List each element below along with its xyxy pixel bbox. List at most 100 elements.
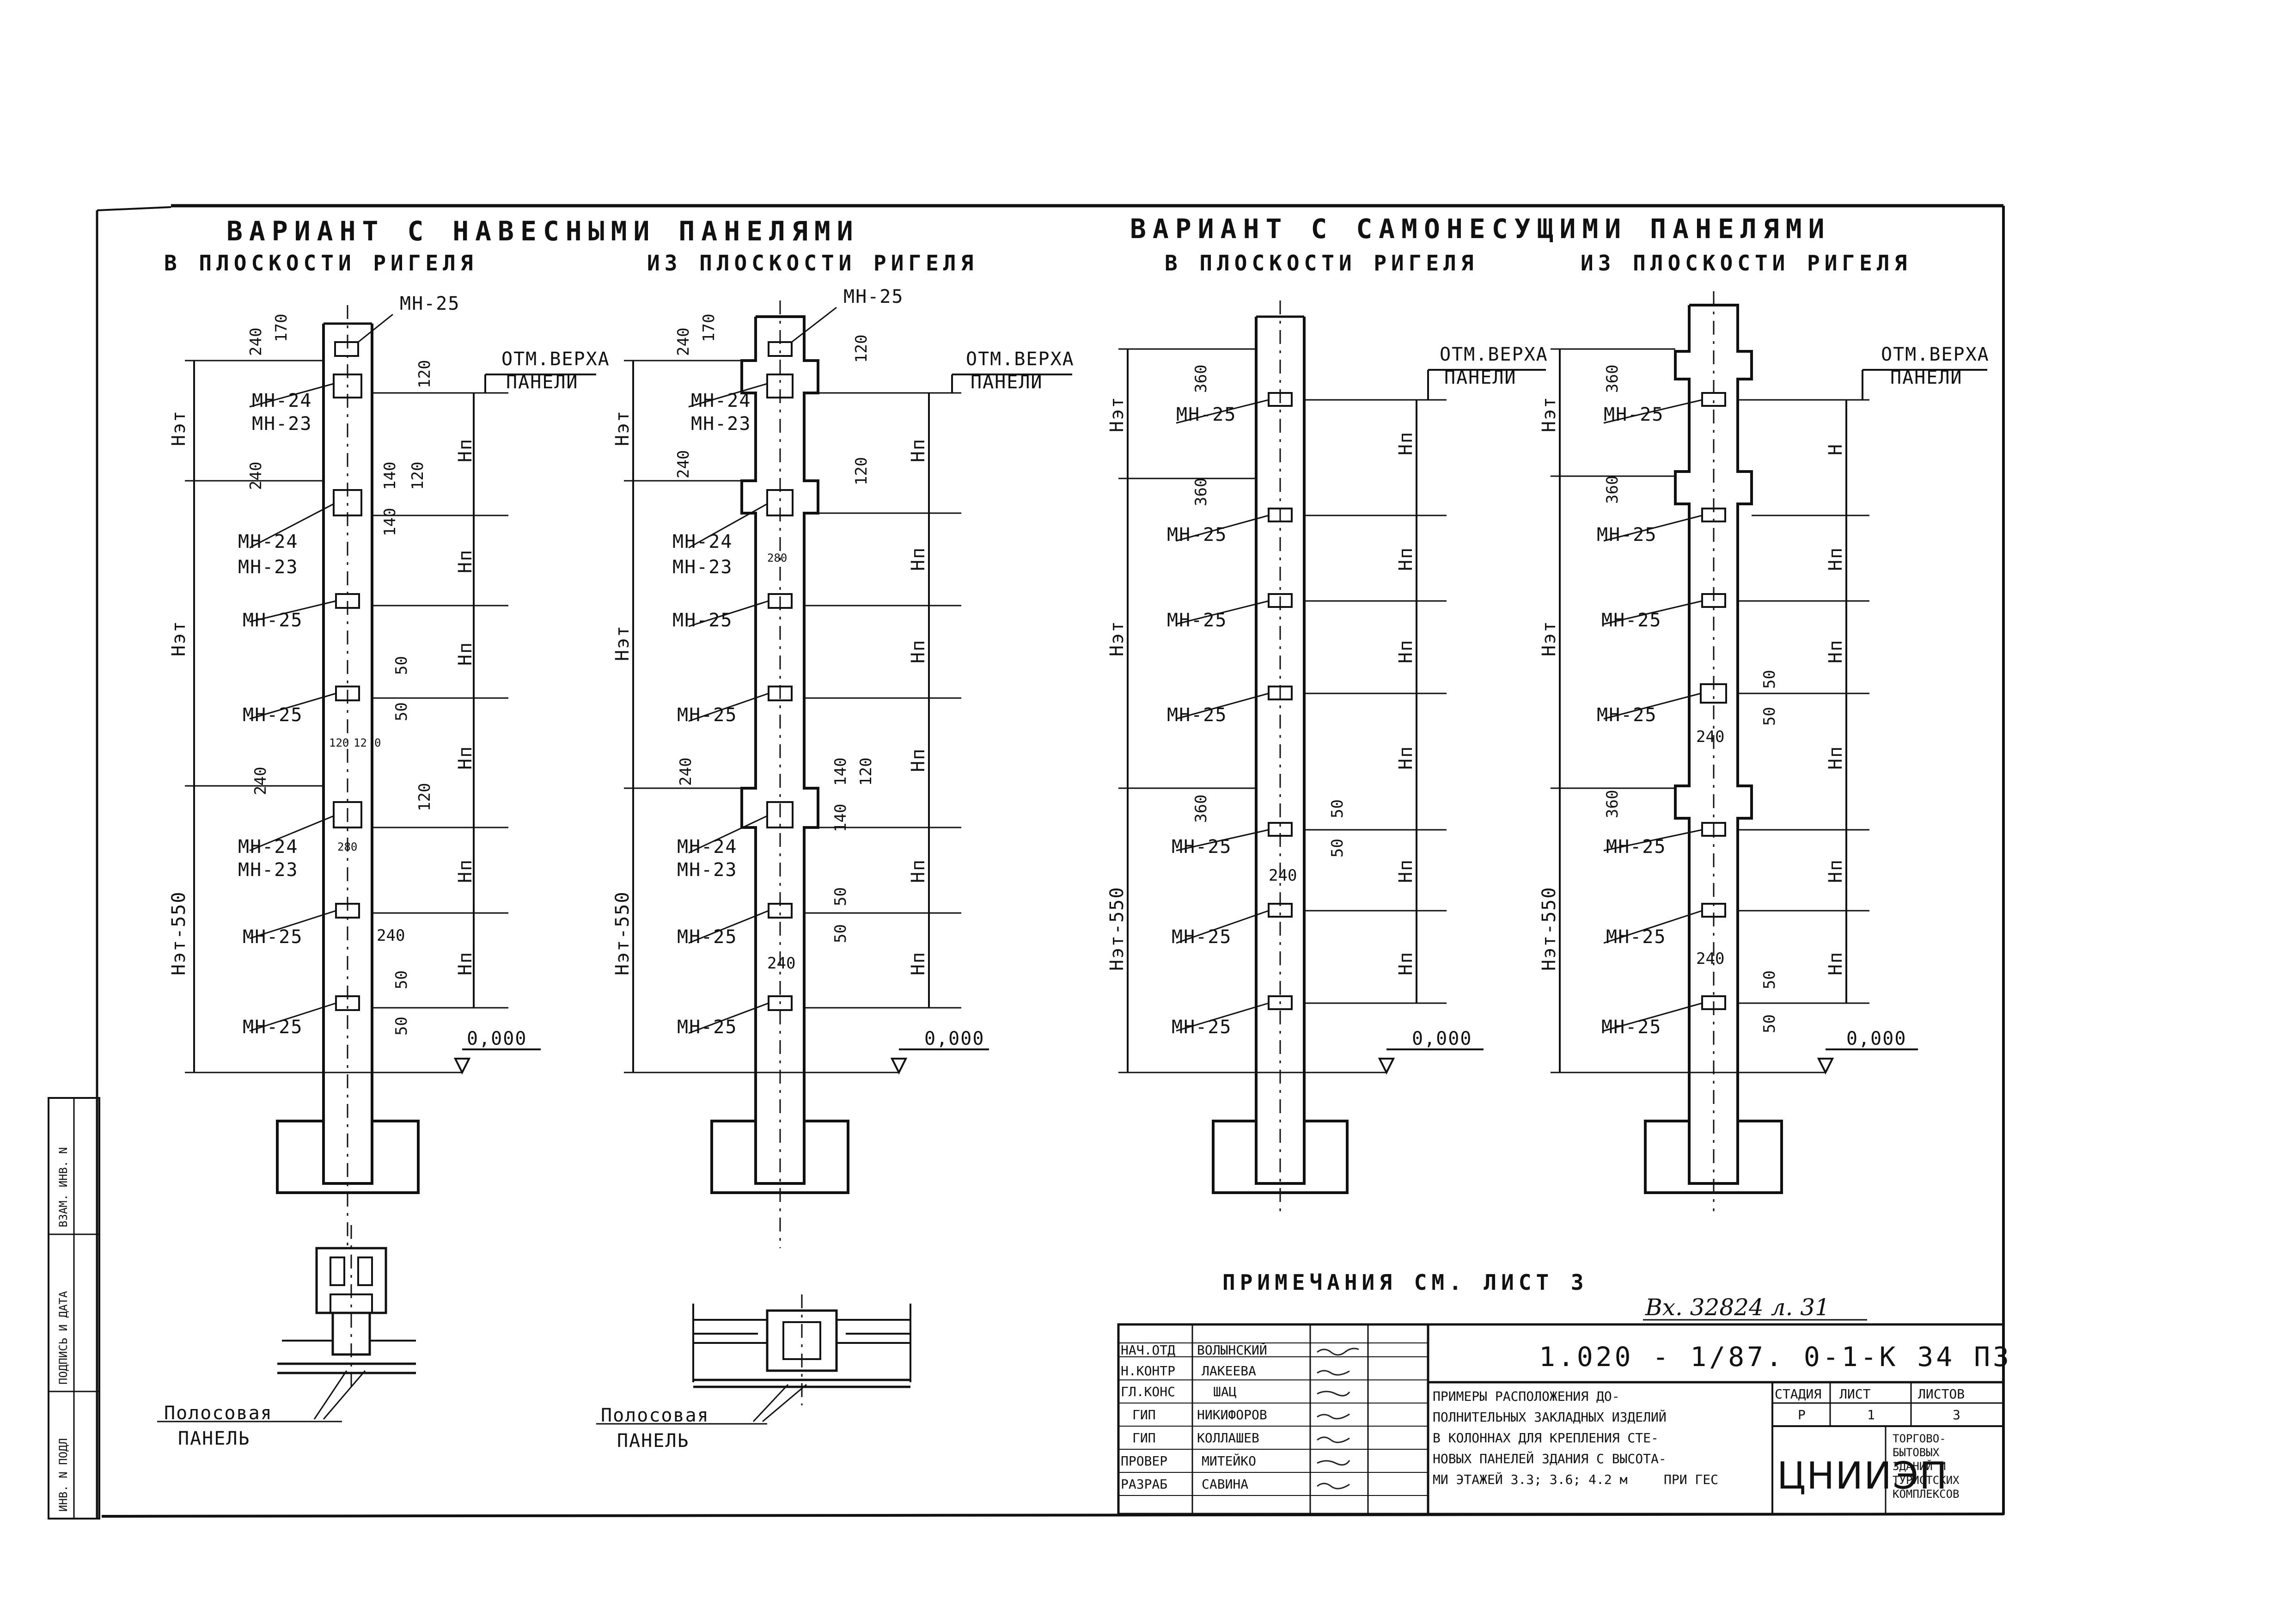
c3-hp-1: Нп — [1395, 431, 1417, 455]
c2-hp-4: Нп — [908, 748, 929, 772]
svg-text:ТОРГОВО-: ТОРГОВО- — [1893, 1432, 1946, 1445]
c2-mn25-a: МН-25 — [672, 610, 733, 631]
heading-selfbearing-variant: ВАРИАНТ С САМОНЕСУЩИМИ ПАНЕЛЯМИ — [1130, 213, 1831, 245]
c3-mn25-c: МН-25 — [1167, 610, 1227, 631]
column-4-labels: МН-25 МН-25 МН-25 МН-25 МН-25 МН-25 МН-2… — [1539, 344, 1990, 1049]
svg-text:ГЛ.КОНС: ГЛ.КОНС — [1121, 1384, 1175, 1399]
svg-text:ПРОВЕР: ПРОВЕР — [1121, 1453, 1167, 1469]
c1-hp-3: Нп — [455, 642, 476, 666]
svg-text:ТУРИСТСКИХ: ТУРИСТСКИХ — [1893, 1474, 1960, 1487]
svg-text:140: 140 — [381, 508, 399, 536]
c1-hp-2: Нп — [455, 549, 476, 573]
c1-panel-top-2: ПАНЕЛИ — [506, 372, 579, 393]
c2-hfloor-1: Нэт — [612, 410, 633, 446]
heading-out-plane-1: ИЗ ПЛОСКОСТИ РИГЕЛЯ — [647, 251, 978, 276]
title-block-signatures — [1317, 1348, 1359, 1489]
c2-hfloor-2: Нэт — [612, 625, 633, 661]
svg-text:50: 50 — [1760, 670, 1779, 689]
svg-text:240: 240 — [1269, 866, 1297, 885]
svg-text:120: 120 — [329, 736, 349, 749]
c3-hp-5: Нп — [1395, 859, 1417, 883]
svg-text:РАЗРАБ: РАЗРАБ — [1121, 1477, 1167, 1492]
column-1-labels: МН-25 МН-24 МН-23 МН-24 МН-23 МН-25 МН-2… — [168, 293, 610, 1049]
svg-text:НАЧ.ОТД: НАЧ.ОТД — [1121, 1342, 1175, 1358]
sheet-frame — [48, 204, 2005, 1520]
c2-mn24-c: МН-24 — [677, 836, 737, 858]
c4-hp-2: Нп — [1825, 547, 1846, 571]
c4-hfloor-2: Нэт — [1539, 620, 1560, 656]
c4-h-1: Н — [1825, 443, 1846, 455]
c4-panel-top-1: ОТМ.ВЕРХА — [1881, 344, 1990, 365]
svg-text:ГИП: ГИП — [1132, 1430, 1156, 1446]
svg-text:240: 240 — [251, 767, 270, 795]
c3-mn25-g: МН-25 — [1172, 1017, 1232, 1038]
c2-mn23-b: МН-23 — [672, 557, 733, 578]
svg-text:НИКИФОРОВ: НИКИФОРОВ — [1197, 1407, 1267, 1422]
svg-text:Н.КОНТР: Н.КОНТР — [1121, 1363, 1175, 1379]
c2-mn25-c: МН-25 — [677, 926, 737, 948]
svg-text:240: 240 — [1696, 728, 1724, 746]
svg-text:СТАДИЯ: СТАДИЯ — [1775, 1386, 1821, 1402]
c4-mn25-c: МН-25 — [1601, 610, 1661, 631]
c3-panel-top-2: ПАНЕЛИ — [1444, 367, 1517, 388]
svg-text:360: 360 — [1603, 790, 1622, 818]
c4-mn25-g: МН-25 — [1601, 1017, 1661, 1038]
c3-mn25-d: МН-25 — [1167, 705, 1227, 726]
svg-text:240: 240 — [247, 462, 265, 490]
c1-panel-top-1: ОТМ.ВЕРХА — [501, 349, 610, 370]
c4-mn25-e: МН-25 — [1606, 836, 1666, 858]
c2-hp-2: Нп — [908, 547, 929, 571]
svg-text:360: 360 — [1192, 365, 1210, 393]
svg-text:1: 1 — [1867, 1407, 1875, 1422]
svg-text:120: 120 — [415, 360, 434, 388]
svg-text:ПРИ ГЕС: ПРИ ГЕС — [1664, 1472, 1718, 1487]
svg-text:360: 360 — [1603, 476, 1622, 504]
svg-text:240: 240 — [1696, 950, 1724, 968]
c1-mn23-c: МН-23 — [238, 859, 298, 881]
svg-text:ЛИСТОВ: ЛИСТОВ — [1918, 1386, 1965, 1402]
svg-text:50: 50 — [831, 924, 850, 943]
svg-text:ВОЛЫНСКИЙ: ВОЛЫНСКИЙ — [1197, 1342, 1267, 1358]
svg-text:240: 240 — [377, 926, 405, 945]
svg-text:280: 280 — [337, 840, 357, 853]
svg-text:120: 120 — [852, 335, 871, 363]
c1-mn24-b: МН-24 — [238, 531, 298, 552]
c2-mn25-d: МН-25 — [677, 1017, 737, 1038]
svg-text:КОМПЛЕКСОВ: КОМПЛЕКСОВ — [1893, 1488, 1960, 1501]
svg-text:50: 50 — [831, 887, 850, 906]
svg-text:САВИНА: САВИНА — [1202, 1477, 1248, 1492]
svg-text:120: 120 — [409, 462, 427, 490]
svg-text:12: 12 — [354, 736, 367, 749]
stamp-orig-inv: ИНВ. N ПОДЛ — [57, 1438, 70, 1512]
c4-zero: 0,000 — [1846, 1028, 1906, 1049]
c4-hp-5: Нп — [1825, 859, 1846, 883]
svg-text:3: 3 — [1953, 1407, 1960, 1422]
svg-text:50: 50 — [392, 970, 411, 989]
svg-text:120: 120 — [857, 758, 875, 786]
title-block-roles: НАЧ.ОТД Н.КОНТР ГЛ.КОНС ГИП ГИП ПРОВЕР Р… — [1121, 1342, 1175, 1492]
c3-hfloor-550: Нэт-550 — [1106, 886, 1128, 971]
c1-hp-4: Нп — [455, 746, 476, 770]
doc-code: 1.020 - 1/87. 0-1-К 34 ПЗ — [1539, 1341, 2012, 1373]
org-name: ЦНИИЭП — [1777, 1454, 1948, 1497]
c2-mn25-b: МН-25 — [677, 705, 737, 726]
heading-in-plane-1: В ПЛОСКОСТИ РИГЕЛЯ — [164, 251, 478, 276]
svg-text:БЫТОВЫХ: БЫТОВЫХ — [1893, 1446, 1940, 1459]
c1-hfloor-2: Нэт — [168, 620, 189, 656]
title-block-description: ПРИМЕРЫ РАСПОЛОЖЕНИЯ ДО- ПОЛНИТЕЛЬНЫХ ЗА… — [1433, 1389, 1718, 1487]
svg-text:НОВЫХ ПАНЕЛЕЙ ЗДАНИЯ С ВЫСОТА-: НОВЫХ ПАНЕЛЕЙ ЗДАНИЯ С ВЫСОТА- — [1433, 1451, 1667, 1466]
svg-text:50: 50 — [392, 702, 411, 721]
column-2-hanging-out-of-plane — [624, 300, 1072, 1248]
svg-text:120: 120 — [415, 783, 434, 811]
c4-mn25-a: МН-25 — [1604, 404, 1664, 425]
title-block-sheet-info: СТАДИЯ ЛИСТ ЛИСТОВ Р 1 3 — [1775, 1386, 1965, 1422]
svg-text:170: 170 — [700, 314, 718, 342]
c2-hp-3: Нп — [908, 639, 929, 663]
c4-mn25-b: МН-25 — [1597, 524, 1657, 545]
section-detail-2 — [596, 1294, 911, 1425]
svg-text:ШАЦ: ШАЦ — [1213, 1384, 1237, 1399]
svg-text:240: 240 — [767, 954, 795, 973]
column-3-selfbearing-in-plane — [1118, 300, 1546, 1211]
c4-hp-6: Нп — [1825, 951, 1846, 975]
c1-hfloor-550: Нэт-550 — [168, 891, 189, 975]
